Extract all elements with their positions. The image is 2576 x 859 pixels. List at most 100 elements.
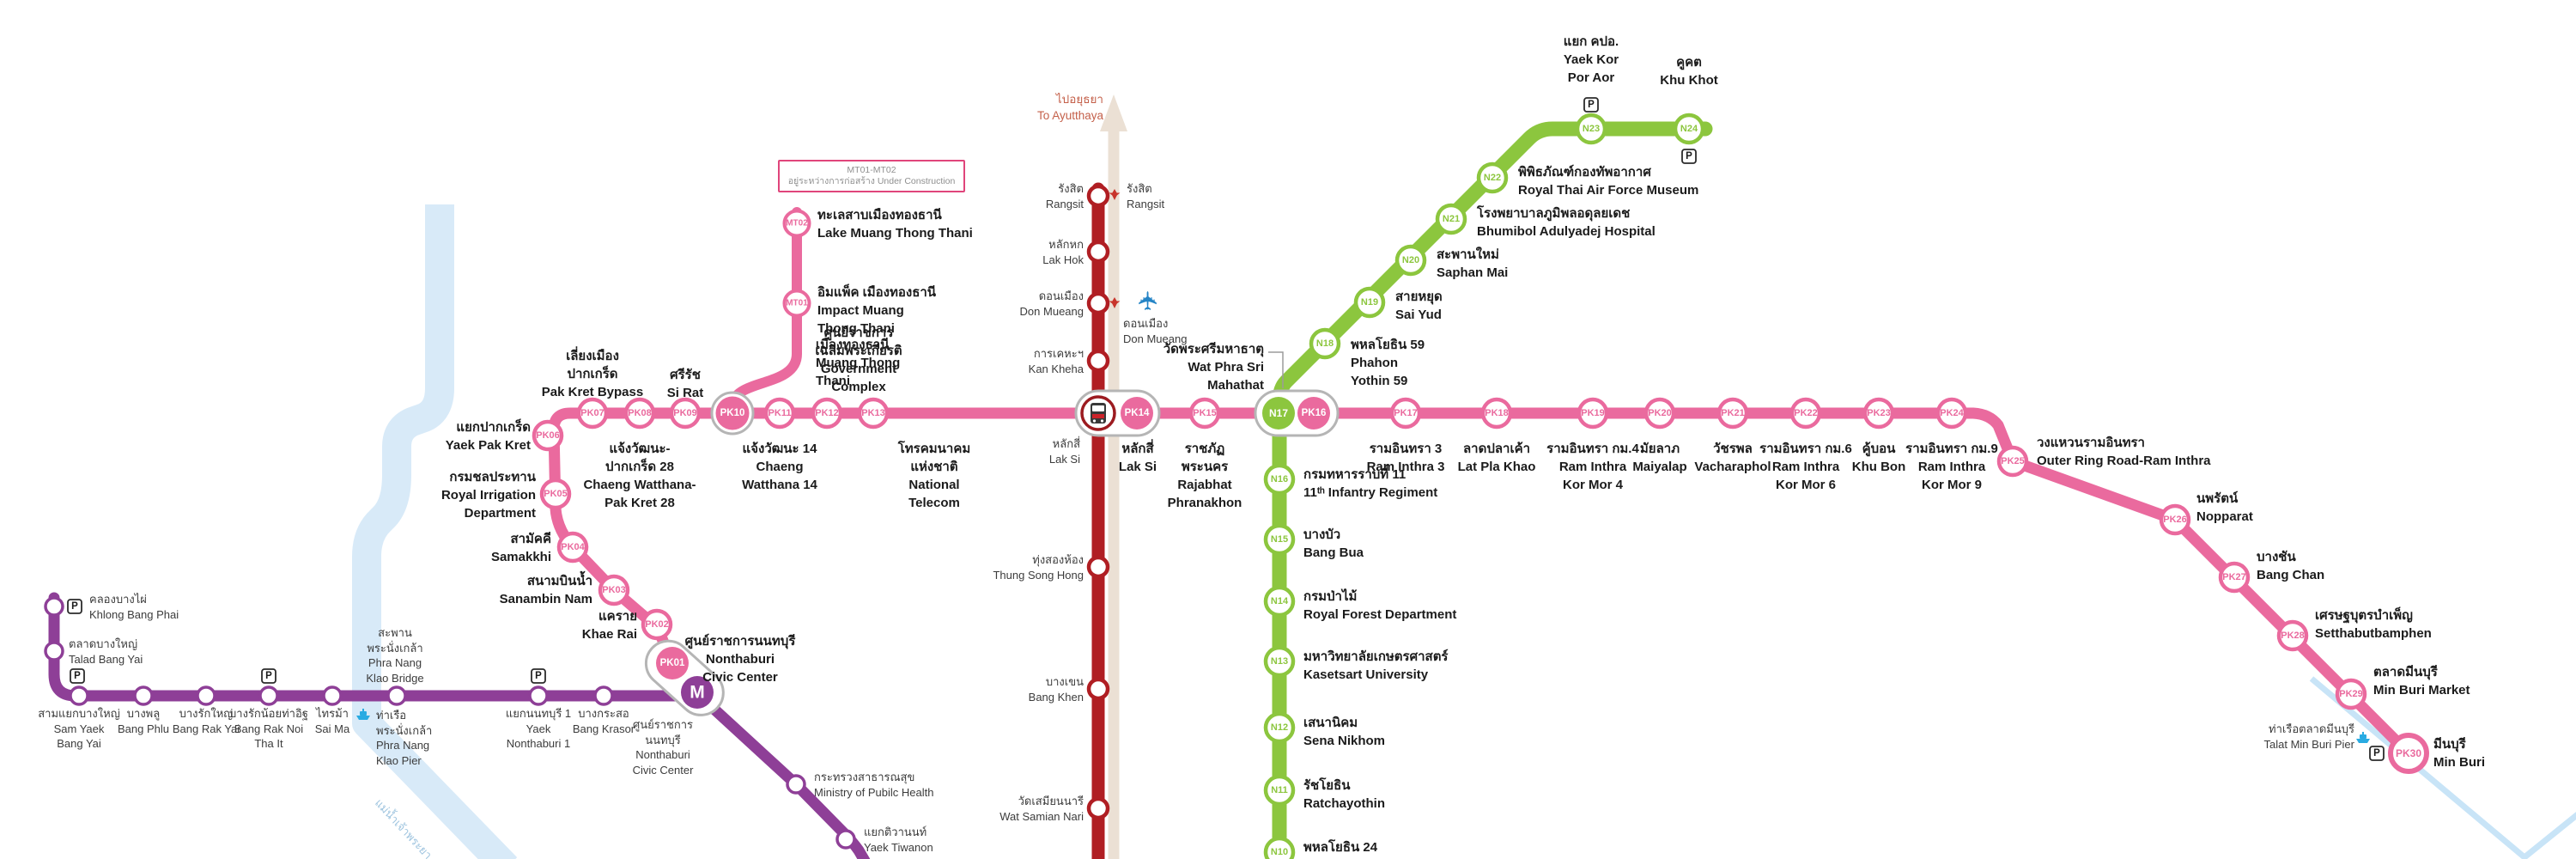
station-marker-PK19: PK19 <box>1577 397 1609 430</box>
station-label-line: เสนานิคม <box>1303 716 1358 730</box>
svg-text:PK01: PK01 <box>660 658 685 668</box>
station-label-line: To Ayutthaya <box>1036 109 1103 122</box>
station-label-line: กรมทหารราบที่ 11 <box>1303 467 1406 482</box>
svg-text:PK28: PK28 <box>2281 631 2305 641</box>
station-label-line: ศูนย์ราชการ <box>632 718 694 731</box>
station-marker-PK12: PK12 <box>811 397 843 430</box>
station-label-line: Wat Samian Nari <box>999 809 1084 823</box>
station-label-line: ทุ่งสองห้อง <box>1032 553 1084 566</box>
station-label-line: สามแยกบางใหญ่ <box>38 707 120 720</box>
station-label-line: รามอินทรา กม.4 <box>1546 442 1639 456</box>
station-label-line: วงแหวนรามอินทรา <box>2037 436 2145 450</box>
station-marker-N14: N14 <box>1263 585 1296 618</box>
red-dot <box>1086 796 1110 820</box>
station-marker-N13: N13 <box>1263 645 1296 678</box>
station-marker-N18: N18 <box>1309 327 1341 360</box>
station-label-line: แคราย <box>598 609 637 624</box>
station-label-line: Saphan Mai <box>1437 265 1509 280</box>
station-label-line: Lake Muang Thong Thani <box>817 226 973 241</box>
station-label-line: Lak Si <box>1048 452 1080 466</box>
svg-text:PK18: PK18 <box>1485 408 1509 418</box>
svg-text:PK29: PK29 <box>2339 689 2363 699</box>
station-marker-N15: N15 <box>1263 523 1296 556</box>
svg-text:N15: N15 <box>1271 534 1288 545</box>
station-label-line: วัดพระศรีมหาธาตุ <box>1163 342 1264 356</box>
svg-text:PK07: PK07 <box>580 408 605 418</box>
station-marker-N19: N19 <box>1353 286 1386 319</box>
station-marker-PK26: PK26 <box>2159 503 2191 536</box>
station-label-line: ไทรม้า <box>316 707 349 720</box>
station-label-line: Don Mueang <box>1019 304 1084 318</box>
svg-text:PK30: PK30 <box>2396 747 2421 759</box>
station-marker-PK05: PK05 <box>539 478 572 510</box>
station-marker-PK04: PK04 <box>556 531 589 564</box>
station-label-line: กรมป่าไม้ <box>1303 589 1358 604</box>
station-label-line: Si Rat <box>666 386 704 400</box>
station-label-line: แยกปากเกร็ด <box>456 420 531 435</box>
station-label-line: พระนคร <box>1181 460 1229 474</box>
station-label-line: Khlong Bang Phai <box>89 607 179 621</box>
svg-text:PK27: PK27 <box>2222 572 2246 582</box>
station-label-line: Muang Thong <box>816 356 901 370</box>
station-label-line: Bang Krasor <box>572 722 635 735</box>
wat-phra-sri-pointer-line <box>1268 351 1284 388</box>
station-label-line: บางชัน <box>2257 550 2296 564</box>
station-label-line: บางรักน้อยท่าอิฐ <box>229 707 308 720</box>
station-marker-N24: N24 <box>1673 113 1705 145</box>
station-label-line: Lak Si <box>1118 460 1157 474</box>
station-label-line: Khu Khot <box>1660 73 1718 88</box>
station-label-line: บางรักใหญ่ <box>179 707 234 720</box>
station-label-line: Bang Bua <box>1303 545 1364 560</box>
station-label-line: Government <box>820 362 897 376</box>
under-construction-line1: MT01-MT02 <box>847 165 896 175</box>
station-label-line: แม่น้ำเจ้าพระยา <box>372 796 435 859</box>
station-marker-PK30: PK30 <box>2388 733 2429 774</box>
station-label-line: Complex <box>831 380 886 394</box>
station-label-line: Phahon <box>1351 356 1398 370</box>
red-dot <box>1086 555 1110 579</box>
station-label-line: นนทบุรี <box>645 733 681 746</box>
svg-text:PK15: PK15 <box>1193 408 1217 418</box>
station-marker-PK22: PK22 <box>1789 397 1822 430</box>
station-label-line: พิพิธภัณฑ์กองทัพอากาศ <box>1518 165 1651 180</box>
station-label-line: ทะเลสาบเมืองทองธานี <box>817 208 942 222</box>
svg-text:PK24: PK24 <box>1940 408 1964 418</box>
station-label-line: Watthana 14 <box>742 478 817 492</box>
station-label-line: Pak Kret Bypass <box>541 385 644 399</box>
red-line-train-icon <box>1080 395 1116 431</box>
station-label: มีนบุรีMin Buri <box>2433 735 2485 771</box>
station-label-line: ตลาดมีนบุรี <box>2373 665 2438 679</box>
station-label-line: คลองบางไผ่ <box>89 593 147 606</box>
station-label-line: มัยลาภ <box>1639 442 1680 456</box>
station-label-line: Chaeng <box>756 460 804 474</box>
station-label-line: Ratchayothin <box>1303 796 1386 811</box>
station-label: พหลโยธิน 24Phahon Yothin 24 <box>1303 838 1411 859</box>
station-label-line: Klao Bridge <box>366 671 424 685</box>
station-label-line: Kor Mor 6 <box>1775 478 1836 492</box>
station-label-line: Bang Rak Yai <box>172 722 240 735</box>
station-marker-PK18: PK18 <box>1480 397 1513 430</box>
svg-text:N20: N20 <box>1402 255 1419 265</box>
station-marker-PK25: PK25 <box>1996 445 2029 478</box>
svg-text:PK13: PK13 <box>861 408 885 418</box>
station-label-line: Klao Pier <box>376 753 422 767</box>
pier-boat-icon <box>356 709 370 720</box>
station-marker-MT02: MT02 <box>782 209 811 238</box>
station-marker-PK03: PK03 <box>598 574 630 606</box>
station-label-line: บางกระสอ <box>578 707 629 720</box>
station-marker-PK08: PK08 <box>623 397 656 430</box>
